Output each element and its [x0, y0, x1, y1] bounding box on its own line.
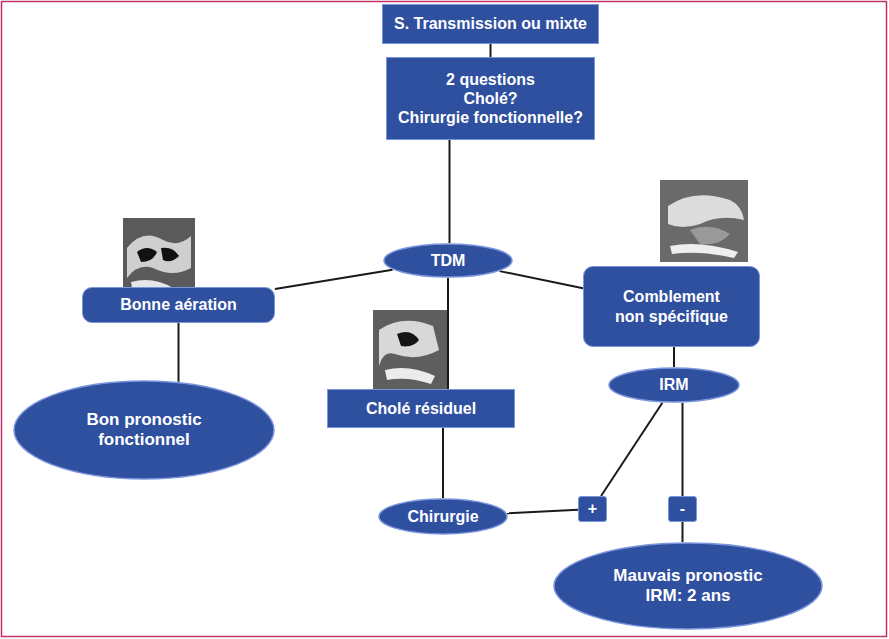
connector: [447, 278, 449, 389]
node-content: -: [680, 499, 685, 518]
connector: [442, 428, 444, 498]
node-content: Bon pronostic fonctionnel: [82, 410, 207, 451]
connector: [682, 522, 684, 542]
result-box: Bonne aération: [82, 287, 275, 323]
node-text: Bon pronostic fonctionnel: [82, 410, 207, 451]
connector: [449, 140, 451, 243]
node-text: -: [680, 499, 685, 518]
node-content: S. Transmission ou mixte: [394, 14, 587, 33]
connector: [275, 270, 393, 289]
node-text: S. Transmission ou mixte: [394, 14, 587, 33]
node-text: Chirurgie fonctionnelle?: [398, 108, 583, 127]
ct-thumbnail: [373, 310, 447, 390]
node-text: TDM: [431, 251, 466, 270]
sign-box: -: [668, 496, 697, 522]
connector: [507, 510, 578, 514]
node-text: Cholé?: [463, 89, 517, 108]
connector: [178, 323, 180, 382]
ct-thumbnail: [660, 180, 748, 262]
node-text: IRM: 2 ans: [645, 586, 730, 606]
node-text: Bonne aération: [120, 295, 236, 314]
node-content: Mauvais pronosticIRM: 2 ans: [613, 566, 762, 607]
node-content: Comblement non spécifique: [612, 287, 732, 325]
outcome-ellipse: Bon pronostic fonctionnel: [13, 380, 275, 480]
node-text: 2 questions: [446, 70, 535, 89]
outcome-ellipse: Mauvais pronosticIRM: 2 ans: [553, 542, 823, 630]
result-box: Cholé résiduel: [327, 389, 515, 428]
node-text: Cholé résiduel: [366, 399, 476, 418]
connector: [500, 271, 583, 288]
connector: [673, 347, 675, 367]
sign-box: +: [578, 496, 607, 522]
node-text: +: [588, 499, 597, 518]
node-text: Mauvais pronostic: [613, 566, 762, 586]
connector: [601, 403, 662, 496]
node-content: 2 questionsCholé?Chirurgie fonctionnelle…: [398, 70, 583, 128]
result-box: Comblement non spécifique: [583, 266, 760, 347]
node-text: Chirurgie: [407, 507, 478, 526]
connector: [682, 403, 684, 496]
question-box: 2 questionsCholé?Chirurgie fonctionnelle…: [386, 57, 595, 140]
node-content: Chirurgie: [407, 507, 478, 526]
node-text: Comblement non spécifique: [612, 287, 732, 325]
node-content: TDM: [431, 251, 466, 270]
node-text: IRM: [659, 375, 688, 394]
process-box: S. Transmission ou mixte: [382, 4, 599, 44]
exam-ellipse: TDM: [383, 243, 513, 278]
outcome-ellipse: Chirurgie: [378, 498, 508, 535]
node-content: +: [588, 499, 597, 518]
connector: [490, 44, 492, 57]
node-content: Bonne aération: [120, 295, 236, 314]
node-content: IRM: [659, 375, 688, 394]
exam-ellipse: IRM: [608, 367, 740, 403]
node-content: Cholé résiduel: [366, 399, 476, 418]
